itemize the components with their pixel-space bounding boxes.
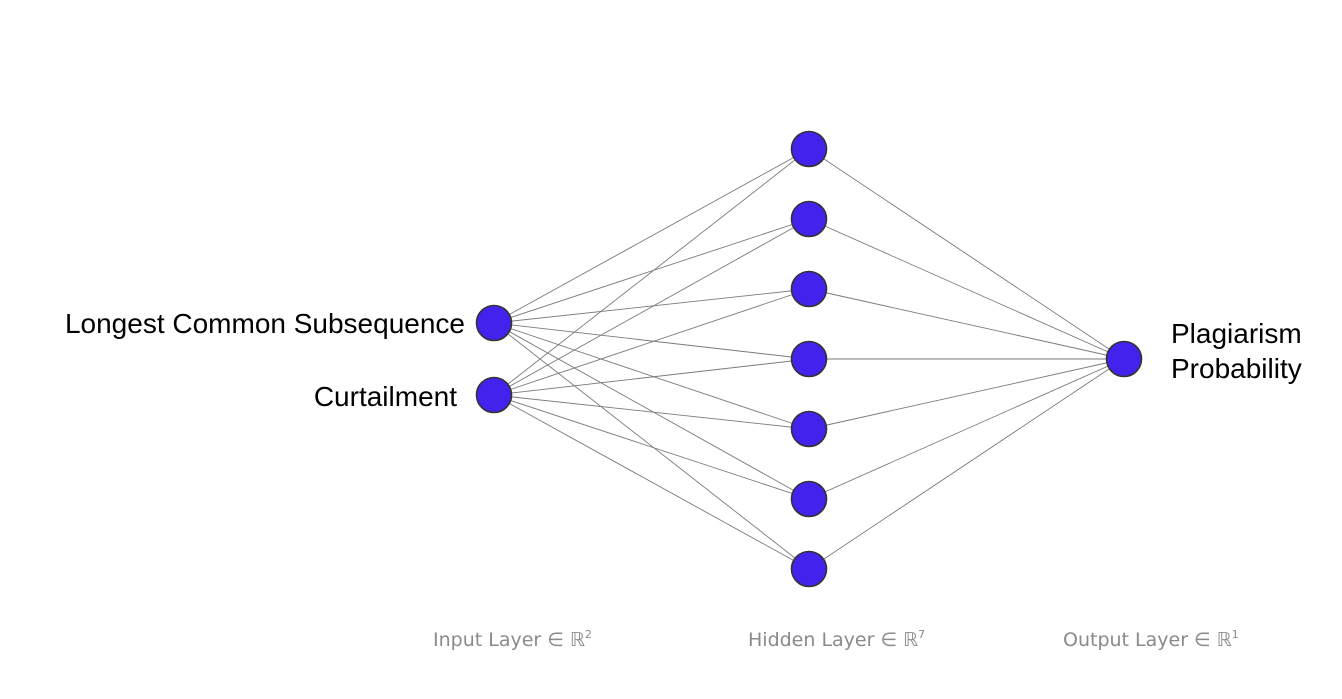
edge-hidden-3-to-output-1	[808, 288, 1125, 360]
hidden-node-3	[790, 270, 828, 308]
edge-hidden-2-to-output-1	[808, 218, 1125, 360]
hidden-node-4	[790, 340, 828, 378]
input-layer-caption-text: Input Layer ∈ ℝ	[433, 629, 585, 651]
edge-hidden-7-to-output-1	[808, 358, 1125, 570]
edge-input-2-to-hidden-3	[493, 288, 810, 396]
output-label-line-2: Probability	[1171, 353, 1302, 384]
input-node-1	[475, 304, 513, 342]
hidden-node-7	[790, 550, 828, 588]
edge-input-2-to-hidden-1	[493, 148, 810, 396]
edge-input-1-to-hidden-5	[493, 322, 810, 430]
edge-input-2-to-hidden-2	[493, 218, 810, 396]
hidden-layer-caption-text: Hidden Layer ∈ ℝ	[748, 629, 918, 651]
hidden-node-1	[790, 130, 828, 168]
edge-input-2-to-hidden-5	[493, 394, 810, 430]
edge-input-1-to-hidden-3	[493, 288, 810, 324]
output-node-1	[1105, 340, 1143, 378]
output-layer-caption: Output Layer ∈ ℝ1	[1063, 628, 1239, 651]
hidden-node-5	[790, 410, 828, 448]
edge-input-2-to-hidden-6	[493, 394, 810, 500]
hidden-node-2	[790, 200, 828, 238]
edge-hidden-1-to-output-1	[808, 148, 1125, 360]
edge-hidden-5-to-output-1	[808, 358, 1125, 430]
hidden-layer-caption: Hidden Layer ∈ ℝ7	[748, 628, 925, 651]
edge-hidden-6-to-output-1	[808, 358, 1125, 500]
hidden-node-6	[790, 480, 828, 518]
input-layer-caption-superscript: 2	[585, 628, 592, 641]
output-layer-caption-superscript: 1	[1232, 628, 1239, 641]
hidden-layer-caption-superscript: 7	[918, 628, 925, 641]
input-node-2	[475, 376, 513, 414]
edge-input-1-to-hidden-2	[493, 218, 810, 324]
edge-input-2-to-hidden-4	[493, 358, 810, 396]
edge-input-1-to-hidden-4	[493, 322, 810, 360]
input-layer-caption: Input Layer ∈ ℝ2	[433, 628, 592, 651]
output-layer-caption-text: Output Layer ∈ ℝ	[1063, 629, 1232, 651]
output-label: Plagiarism Probability	[1171, 318, 1309, 384]
neuron-nodes	[475, 130, 1143, 588]
edge-input-1-to-hidden-7	[493, 322, 810, 570]
input-label-lcs: Longest Common Subsequence	[65, 308, 465, 339]
output-label-line-1: Plagiarism	[1171, 318, 1302, 349]
input-label-curtailment: Curtailment	[314, 381, 457, 412]
edge-input-1-to-hidden-6	[493, 322, 810, 500]
edge-input-2-to-hidden-7	[493, 394, 810, 570]
edge-input-1-to-hidden-1	[493, 148, 810, 324]
connection-edges	[493, 148, 1125, 570]
